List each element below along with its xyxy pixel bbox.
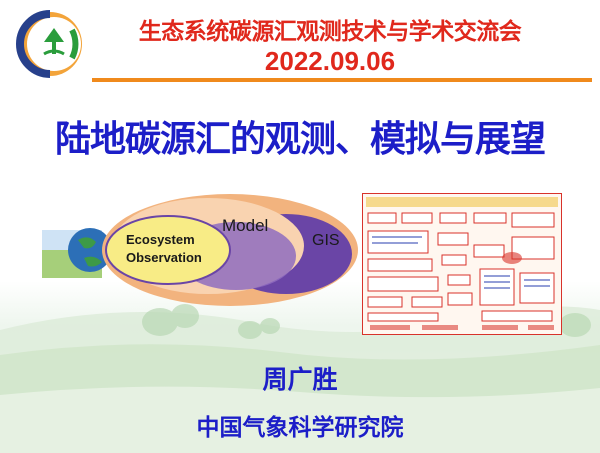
earth-landscape-image: [42, 228, 112, 278]
slide-title: 陆地碳源汇的观测、模拟与展望: [54, 119, 546, 160]
header-divider: [92, 78, 592, 82]
conference-date: 2022.09.06: [264, 46, 396, 76]
institution-name: 中国气象科学研究院: [196, 415, 404, 441]
nested-ellipse-diagram: GIS Model Ecosystem Observation: [40, 188, 360, 308]
ecosystem-label: Ecosystem: [126, 232, 195, 247]
observation-label: Observation: [126, 250, 202, 265]
conference-title: 生态系统碳源汇观测技术与学术交流会: [138, 19, 522, 45]
author-name: 周广胜: [262, 365, 338, 394]
carbon-cycle-flowchart-image: [362, 193, 562, 335]
model-label: Model: [222, 216, 269, 235]
conference-logo: [16, 10, 82, 78]
gis-label: GIS: [312, 232, 340, 249]
